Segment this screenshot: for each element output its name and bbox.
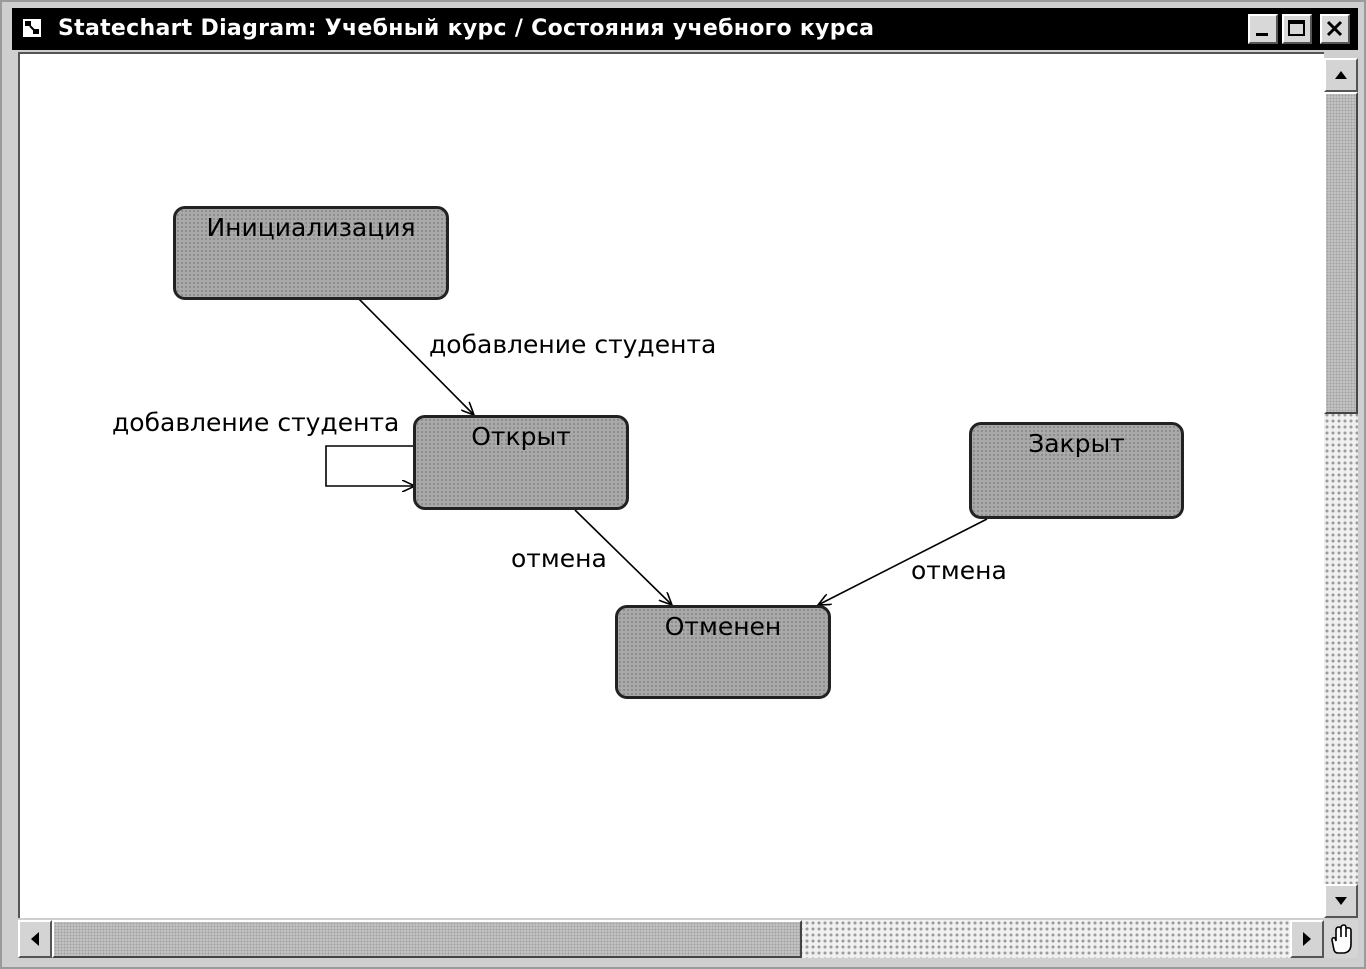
state-cancelled[interactable]: Отменен	[615, 605, 831, 699]
transition-closed-to-cancelled[interactable]	[818, 518, 988, 605]
transition-open-self[interactable]	[325, 445, 415, 486]
vertical-scroll-thumb[interactable]	[1324, 92, 1358, 414]
arrow-left-icon	[31, 932, 39, 946]
transition-init-to-open[interactable]	[357, 297, 474, 415]
minimize-icon	[1256, 33, 1268, 36]
state-closed[interactable]: Закрыт	[969, 422, 1184, 519]
transition-label-add-student: добавление студента	[429, 330, 717, 359]
window-title: Statechart Diagram: Учебный курс / Состо…	[58, 16, 875, 41]
horizontal-scrollbar[interactable]	[18, 920, 1324, 958]
state-open[interactable]: Открыт	[413, 415, 629, 510]
maximize-button[interactable]	[1282, 14, 1312, 44]
state-name: Закрыт	[1028, 429, 1125, 458]
title-bar[interactable]: Statechart Diagram: Учебный курс / Состо…	[12, 8, 1358, 50]
scroll-up-button[interactable]	[1324, 58, 1358, 92]
scroll-right-button[interactable]	[1290, 920, 1324, 958]
diagram-icon	[23, 19, 41, 37]
transition-open-to-cancelled[interactable]	[574, 509, 672, 605]
hand-icon	[1331, 924, 1352, 954]
state-name: Отменен	[664, 612, 782, 641]
close-button[interactable]	[1320, 14, 1350, 44]
state-name: Открыт	[471, 422, 571, 451]
scroll-corner[interactable]	[1324, 920, 1358, 958]
transition-label-cancel-open: отмена	[511, 544, 607, 573]
arrow-right-icon	[1303, 932, 1311, 946]
transition-label-cancel-closed: отмена	[911, 556, 1007, 585]
state-initialization[interactable]: Инициализация	[173, 206, 449, 300]
arrow-down-icon	[1335, 897, 1347, 905]
maximize-icon	[1288, 20, 1305, 36]
state-name: Инициализация	[206, 213, 416, 242]
horizontal-scroll-thumb[interactable]	[52, 920, 802, 958]
transitions-layer	[325, 297, 988, 918]
transition-label-add-student-self: добавление студента	[112, 408, 400, 437]
minimize-button[interactable]	[1248, 14, 1278, 44]
close-icon	[1326, 20, 1343, 37]
scroll-left-button[interactable]	[18, 920, 52, 958]
diagram-canvas[interactable]: Инициализация Открыт Закрыт Отменен доба…	[18, 52, 1324, 918]
vertical-scrollbar[interactable]	[1324, 58, 1358, 918]
arrow-up-icon	[1335, 71, 1347, 79]
scroll-down-button[interactable]	[1324, 884, 1358, 918]
